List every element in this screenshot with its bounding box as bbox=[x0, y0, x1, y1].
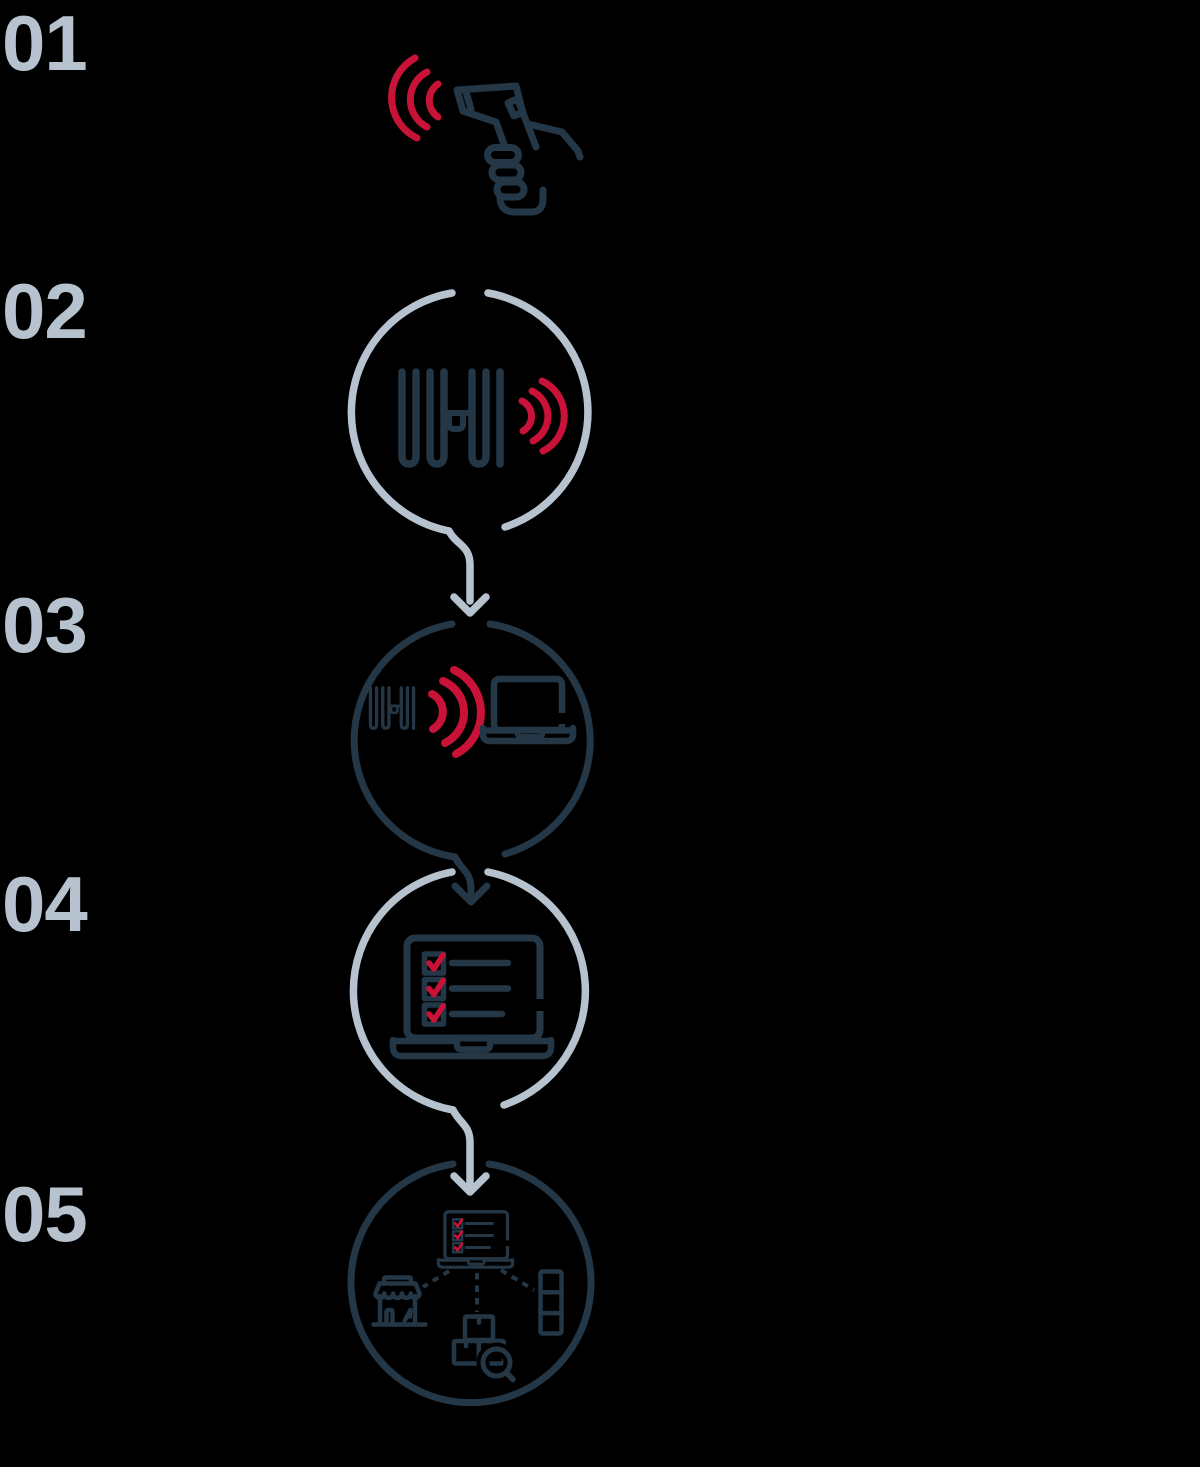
step-number: 02 bbox=[2, 267, 87, 355]
rack-icon bbox=[538, 1269, 564, 1336]
scanner-gun-icon bbox=[453, 82, 540, 151]
step-02: 02 bbox=[2, 267, 592, 535]
step-05: 05 bbox=[2, 1160, 595, 1407]
connector-line bbox=[445, 527, 474, 605]
signal-waves-icon bbox=[388, 54, 442, 142]
step-circle bbox=[347, 1160, 595, 1407]
store-icon bbox=[371, 1275, 428, 1327]
mini-rfid-tag-icon bbox=[368, 686, 416, 730]
step-circle bbox=[350, 620, 594, 861]
rfid-tag-icon bbox=[398, 368, 504, 468]
connector-04-05 bbox=[449, 1106, 490, 1196]
magnifier-icon bbox=[476, 1342, 519, 1386]
laptop-icon bbox=[479, 675, 577, 745]
boxes-magnifier-icon bbox=[451, 1314, 519, 1386]
hand-icon bbox=[484, 120, 584, 216]
connector-03-04 bbox=[451, 853, 491, 906]
mini-laptop-checklist-icon bbox=[438, 1212, 512, 1267]
checklist bbox=[421, 951, 512, 1027]
step-number: 04 bbox=[2, 860, 87, 948]
step-03: 03 bbox=[2, 581, 594, 861]
handheld-scanner-icon bbox=[388, 54, 584, 216]
arrow-down-icon bbox=[450, 593, 490, 617]
connector-line bbox=[451, 853, 475, 897]
laptop-checklist-icon bbox=[389, 934, 555, 1060]
connector-02-03 bbox=[445, 527, 490, 617]
step-number: 01 bbox=[2, 0, 87, 87]
dashed-connections bbox=[421, 1268, 536, 1312]
arrow-down-icon bbox=[451, 882, 491, 906]
connector-line bbox=[449, 1106, 474, 1188]
step-number: 03 bbox=[2, 581, 87, 669]
step-01: 01 bbox=[2, 0, 584, 216]
arrow-down-icon bbox=[450, 1172, 490, 1196]
step-number: 05 bbox=[2, 1170, 87, 1258]
signal-waves-icon bbox=[428, 666, 485, 758]
step-circle bbox=[347, 289, 592, 535]
step-04: 04 bbox=[2, 860, 590, 1114]
dashed-line-to-store bbox=[421, 1269, 451, 1289]
checkmark-icon bbox=[426, 952, 446, 1023]
dashed-line-to-rack bbox=[499, 1268, 536, 1292]
signal-waves-icon bbox=[518, 377, 568, 455]
step-circle bbox=[349, 868, 590, 1114]
